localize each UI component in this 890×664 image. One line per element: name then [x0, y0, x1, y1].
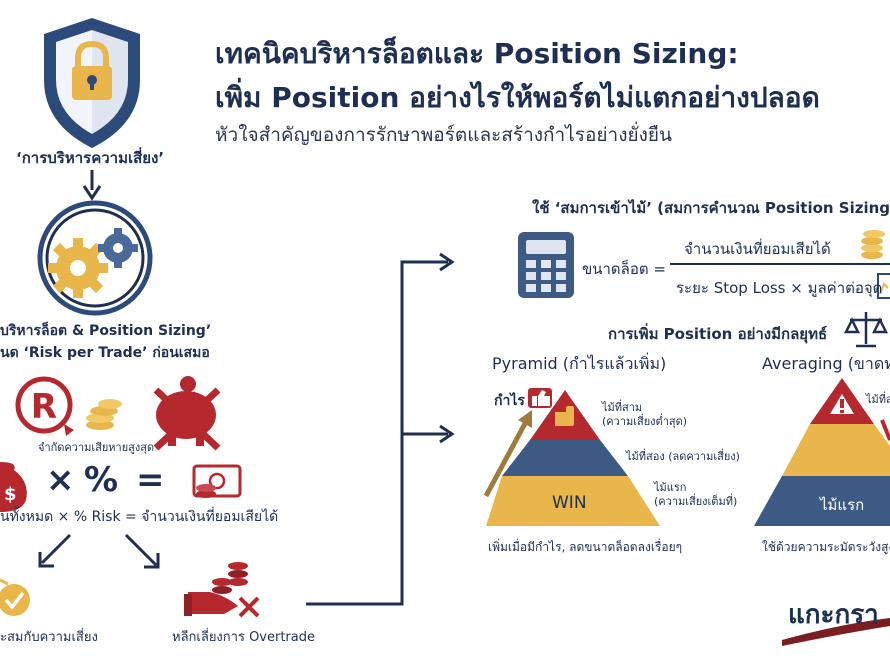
- profit-label: กำไร: [494, 393, 525, 409]
- svg-text:$: $: [4, 484, 17, 505]
- hand-coins-icon: [184, 562, 260, 618]
- tier-3-name: ไม้ที่สาม: [602, 401, 643, 414]
- lot-management-line-1: บริหารล็อต & Position Sizing’: [0, 323, 212, 339]
- gears-icon: [37, 200, 153, 316]
- equation-numerator: จำนวนเงินที่ยอมเสียได้: [684, 240, 831, 258]
- coins-icon: [861, 230, 885, 259]
- tier-1-name: ไม้แรก: [654, 481, 687, 494]
- arrow-down-icon: [82, 170, 102, 201]
- tier-2-note: ไม้ที่สอง (ลดความเสี่ยง): [626, 450, 740, 463]
- equation-lhs: ขนาดล็อต =: [582, 260, 666, 278]
- brand-swoosh: [782, 618, 890, 646]
- averaging-tier-3-label: ไม้ที่ส: [866, 393, 890, 406]
- connector-arrows: [306, 252, 455, 606]
- arrow-down-left-icon: [38, 533, 72, 568]
- outcome-risk-appropriate: ะสมกับความเสี่ยง: [0, 630, 98, 645]
- win-label: WIN: [552, 493, 587, 513]
- tier-3-note: (ความเสี่ยงต่ำสุด): [602, 415, 688, 428]
- risk-formula: นทั้งหมด × % Risk = จำนวนเงินที่ยอมเสียไ…: [0, 509, 279, 525]
- shield-lock-icon: [44, 18, 140, 148]
- limit-loss-caption: จำกัดความเสียหายสูงสุด: [38, 441, 155, 454]
- equation-heading: ใช้ ‘สมการเข้าไม้’ (สมการคำนวณ Position …: [532, 199, 890, 217]
- multiply-symbol: ×: [46, 460, 75, 500]
- arrow-down-right-icon: [124, 533, 160, 569]
- profit-arrow-icon: [483, 410, 532, 498]
- lot-management-line-2: นด ‘Risk per Trade’ ก่อนเสมอ: [0, 345, 210, 361]
- page-title-line-1: เทคนิคบริหารล็อตและ Position Sizing:: [215, 37, 739, 70]
- money-bag-icon: $: [0, 462, 27, 512]
- averaging-base-label: ไม้แรก: [820, 496, 865, 514]
- page-subtitle: หัวใจสำคัญของการรักษาพอร์ตและสร้างกำไรอย…: [215, 124, 673, 146]
- limit-risk-icon: R: [15, 376, 122, 436]
- pyramid-title: Pyramid (กำไรแล้วเพิ่ม): [492, 354, 667, 373]
- equation-denominator: ระยะ Stop Loss × มูลค่าต่อจุด: [676, 279, 883, 297]
- pyramid-caption: เพิ่มเมื่อมีกำไร, ลดขนาดล็อตลงเรื่อยๆ: [488, 540, 683, 554]
- strategy-heading: การเพิ่ม Position อย่างมีกลยุทธ์: [608, 325, 828, 343]
- crossed-piggy-bank-icon: [153, 376, 221, 451]
- tier-1-note: (ความเสี่ยงเต็มที่): [654, 495, 738, 508]
- pyramid-graphic: [486, 390, 660, 526]
- banknote-icon: [192, 464, 242, 498]
- risk-management-label: ‘การบริหารความเสี่ยง’: [16, 149, 165, 167]
- chart-icon: [877, 273, 890, 299]
- check-coin-icon: [0, 578, 30, 616]
- averaging-pyramid-graphic: [754, 378, 890, 526]
- equals-symbol: =: [136, 460, 165, 500]
- scales-icon: [843, 312, 889, 348]
- svg-text:R: R: [31, 387, 57, 427]
- thumbs-up-icon: [528, 388, 552, 408]
- brand-logo-text: แกะกรา: [788, 600, 879, 630]
- outcome-avoid-overtrade: หลีกเลี่ยงการ Overtrade: [172, 630, 315, 645]
- averaging-title: Averaging (ขาดทุ: [762, 354, 890, 373]
- averaging-caption: ใช้ด้วยความระมัดระวังสูง, คำ: [762, 540, 890, 554]
- percent-symbol: %: [84, 460, 119, 500]
- calculator-icon: [518, 232, 574, 298]
- page-title-line-2: เพิ่ม Position อย่างไรให้พอร์ตไม่แตกอย่า…: [215, 81, 820, 114]
